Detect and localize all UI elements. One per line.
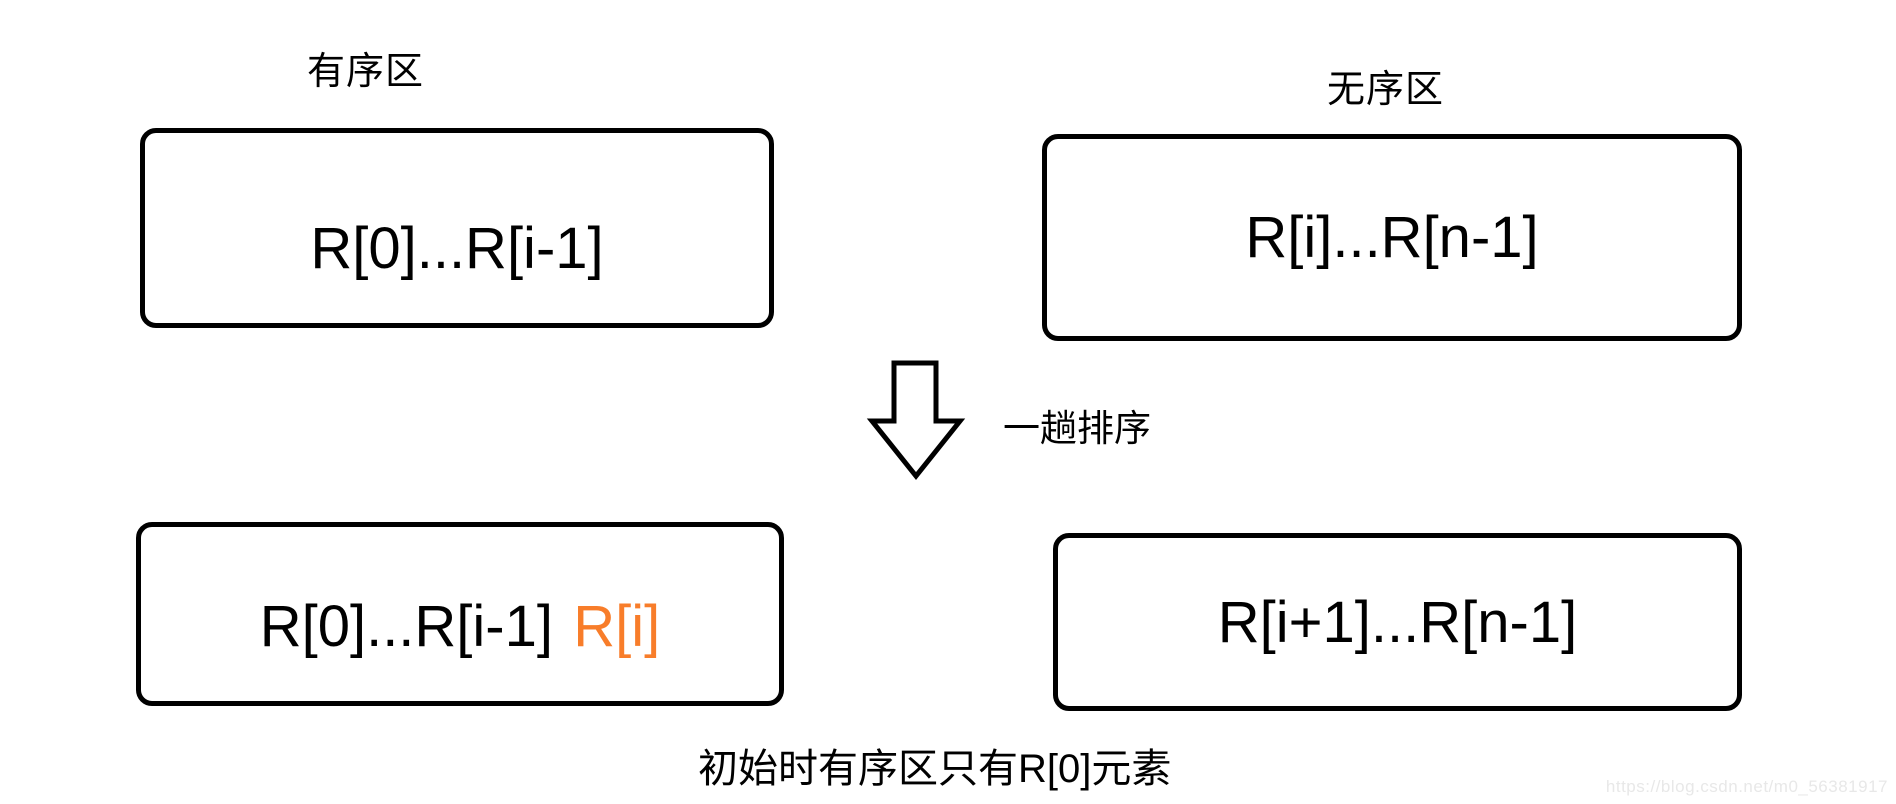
down-arrow-icon <box>866 358 966 482</box>
ordered-region-box-before-text: R[0]...R[i-1] <box>310 215 604 281</box>
unordered-region-label: 无序区 <box>1327 69 1445 111</box>
unordered-region-box-before-text: R[i]...R[n-1] <box>1245 205 1539 270</box>
ordered-region-label: 有序区 <box>307 51 425 93</box>
unordered-region-box-after: R[i+1]...R[n-1] <box>1053 533 1742 711</box>
ordered-region-box-before: R[0]...R[i-1] <box>140 128 774 328</box>
one-pass-sort-label: 一趟排序 <box>1003 408 1151 449</box>
initial-state-caption: 初始时有序区只有R[0]元素 <box>698 747 1172 791</box>
inserted-element-highlight: R[i] <box>573 593 661 659</box>
unordered-region-box-after-text: R[i+1]...R[n-1] <box>1217 589 1578 655</box>
unordered-region-box-before: R[i]...R[n-1] <box>1042 134 1742 341</box>
watermark-url: https://blog.csdn.net/m0_56381917 <box>1605 777 1888 796</box>
ordered-region-box-after-text: R[0]...R[i-1] R[i] <box>260 593 661 660</box>
ordered-region-after-black-text: R[0]...R[i-1] <box>259 593 553 659</box>
ordered-region-box-after: R[0]...R[i-1] R[i] <box>136 522 784 706</box>
